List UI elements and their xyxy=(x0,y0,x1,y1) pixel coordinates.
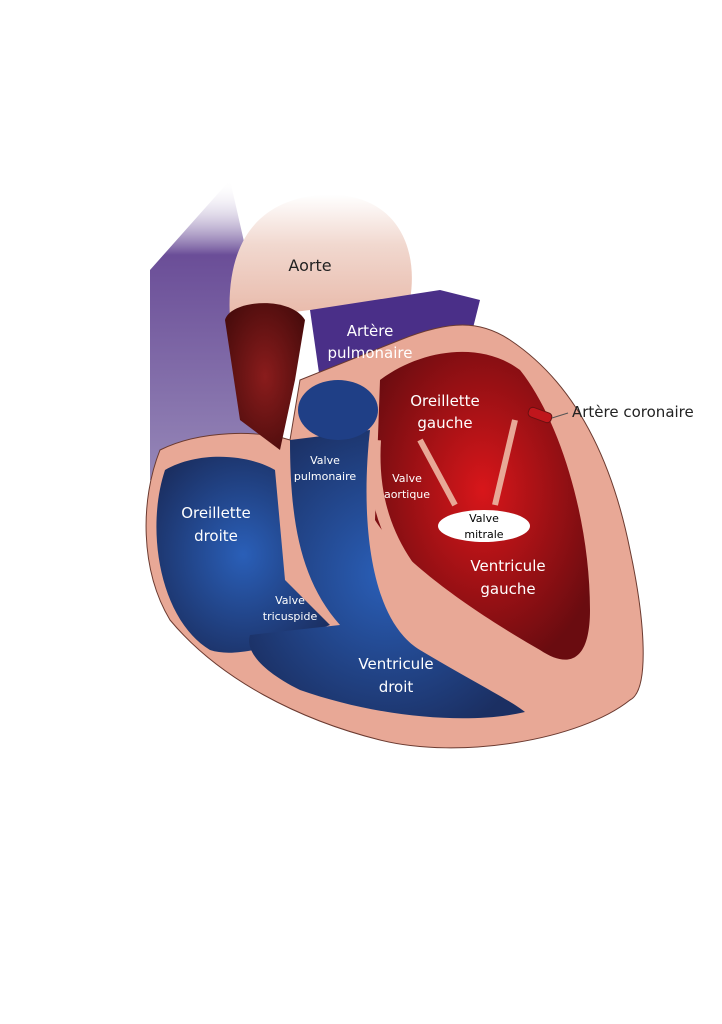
mitral-chordae xyxy=(417,419,518,507)
left-chambers xyxy=(375,351,590,660)
coronary-artery-vessel xyxy=(527,406,553,424)
label-right-ventricle-1: Ventricule xyxy=(358,655,433,673)
pulmonary-artery xyxy=(310,290,480,380)
label-right-ventricle-2: droit xyxy=(379,678,414,696)
label-pulmonary-artery-2: pulmonaire xyxy=(328,344,413,362)
mitral-valve-bubble xyxy=(438,510,530,542)
label-right-atrium-1: Oreillette xyxy=(181,504,251,522)
label-left-atrium-1: Oreillette xyxy=(410,392,480,410)
label-left-atrium-2: gauche xyxy=(417,414,472,432)
label-coronary-artery: Artère coronaire xyxy=(572,403,694,421)
label-left-ventricle-2: gauche xyxy=(480,580,535,598)
label-pulmonary-artery-1: Artère xyxy=(347,322,394,340)
septum xyxy=(368,439,543,676)
label-tricuspid-valve-1: Valve xyxy=(275,594,305,607)
pulmonary-trunk xyxy=(298,380,378,440)
label-aorta: Aorte xyxy=(288,256,331,275)
label-right-atrium-2: droite xyxy=(194,527,238,545)
label-pulmonary-valve-2: pulmonaire xyxy=(294,470,357,483)
label-mitral-valve-1: Valve xyxy=(469,512,499,525)
label-tricuspid-valve-2: tricuspide xyxy=(263,610,318,623)
right-ventricle-chamber xyxy=(249,430,526,719)
aorta-interior xyxy=(225,303,305,450)
label-left-ventricle-1: Ventricule xyxy=(470,557,545,575)
coronary-pointer-line xyxy=(551,412,569,419)
label-aortic-valve-2: aortique xyxy=(384,488,430,501)
label-mitral-valve-2: mitrale xyxy=(464,528,503,541)
right-atrium-chamber xyxy=(156,456,330,653)
aorta xyxy=(229,194,412,320)
label-aortic-valve-1: Valve xyxy=(392,472,422,485)
label-pulmonary-valve-1: Valve xyxy=(310,454,340,467)
